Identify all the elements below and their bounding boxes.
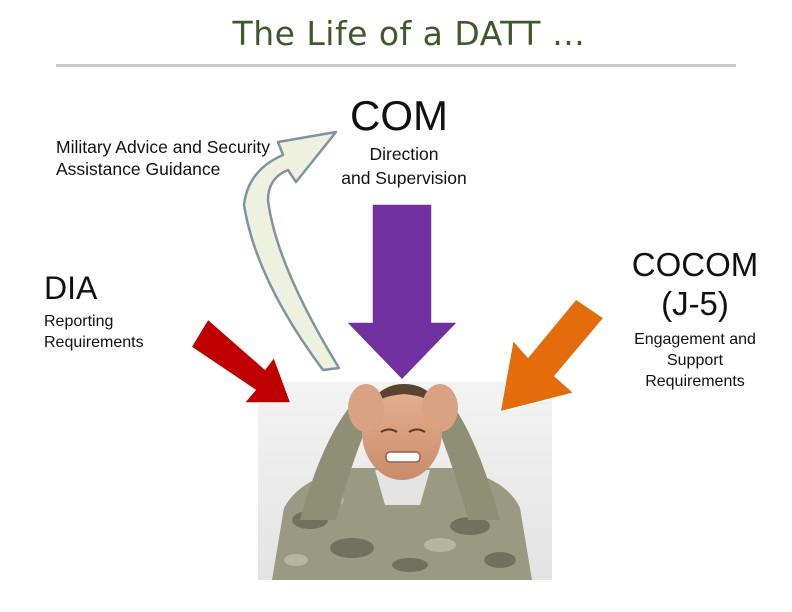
military-advice-label: Military Advice and Security Assistance … <box>56 137 270 179</box>
com-heading: COM <box>350 92 448 139</box>
cocom-heading: COCOM (J-5) <box>631 246 759 322</box>
curved-up-arrow <box>242 130 341 372</box>
title-divider <box>56 64 736 67</box>
stressed-soldier-photo <box>258 382 552 580</box>
dia-subtitle: Reporting Requirements <box>44 313 144 351</box>
cocom-arrow <box>499 297 606 414</box>
com-subtitle: Direction and Supervision <box>341 144 467 188</box>
com-arrow <box>344 203 460 382</box>
dia-heading: DIA <box>44 270 98 306</box>
slide-title: The Life of a DATT … <box>232 14 586 53</box>
cocom-subtitle: Engagement and Support Requirements <box>634 331 756 390</box>
dia-arrow <box>189 317 293 404</box>
